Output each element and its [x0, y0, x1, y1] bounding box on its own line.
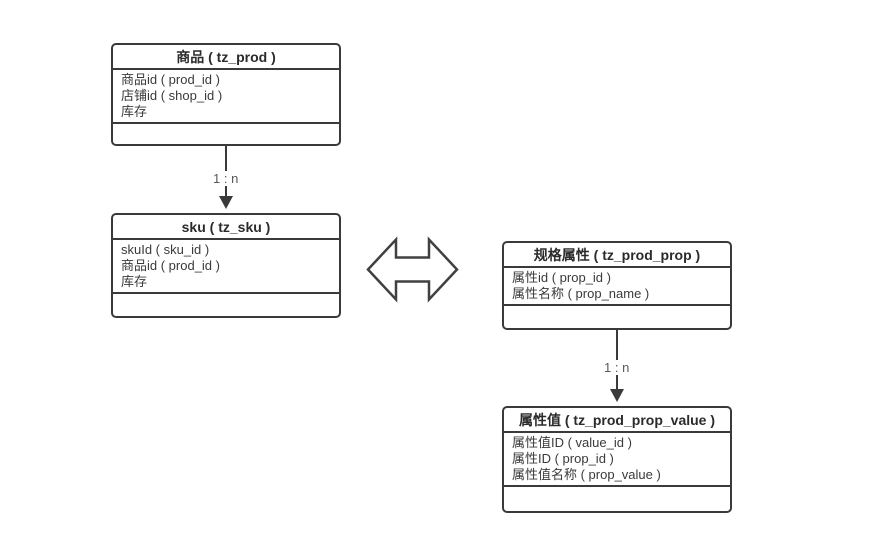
table-empty-section [504, 487, 730, 511]
table-fields-prop-value: 属性值ID ( value_id ) 属性ID ( prop_id ) 属性值名… [504, 433, 730, 487]
field-prod-id: 商品id ( prod_id ) [121, 258, 220, 273]
table-title-sku: sku ( tz_sku ) [113, 215, 339, 240]
table-title-prod-prop: 规格属性 ( tz_prod_prop ) [504, 243, 730, 268]
connector-label-prop-value: 1 : n [601, 360, 633, 375]
field-prod-id: 商品id ( prod_id ) [121, 72, 220, 87]
table-empty-section [113, 294, 339, 316]
field-prop-name: 属性名称 ( prop_name ) [512, 286, 650, 301]
table-title-prod: 商品 ( tz_prod ) [113, 45, 339, 70]
field-prop-id: 属性ID ( prop_id ) [512, 451, 614, 466]
table-fields-prod-prop: 属性id ( prop_id ) 属性名称 ( prop_name ) [504, 268, 730, 306]
field-prop-value: 属性值名称 ( prop_value ) [512, 467, 661, 482]
table-empty-section [504, 306, 730, 328]
table-fields-sku: skuId ( sku_id ) 商品id ( prod_id ) 库存 [113, 240, 339, 294]
arrowhead-down-icon [219, 196, 233, 209]
arrowhead-down-icon [610, 389, 624, 402]
field-stock: 库存 [121, 104, 148, 119]
bidirectional-arrow-icon [366, 236, 459, 303]
field-stock: 库存 [121, 274, 148, 289]
table-fields-prod: 商品id ( prod_id ) 店铺id ( shop_id ) 库存 [113, 70, 339, 124]
entity-table-prop-value[interactable]: 属性值 ( tz_prod_prop_value ) 属性值ID ( value… [502, 406, 732, 513]
table-empty-section [113, 124, 339, 144]
field-prop-id: 属性id ( prop_id ) [512, 270, 611, 285]
table-title-prop-value: 属性值 ( tz_prod_prop_value ) [504, 408, 730, 433]
entity-table-prod-prop[interactable]: 规格属性 ( tz_prod_prop ) 属性id ( prop_id ) 属… [502, 241, 732, 330]
field-sku-id: skuId ( sku_id ) [121, 242, 210, 257]
entity-table-sku[interactable]: sku ( tz_sku ) skuId ( sku_id ) 商品id ( p… [111, 213, 341, 318]
connector-label-prod-sku: 1 : n [210, 171, 242, 186]
entity-table-prod[interactable]: 商品 ( tz_prod ) 商品id ( prod_id ) 店铺id ( s… [111, 43, 341, 146]
field-shop-id: 店铺id ( shop_id ) [121, 88, 223, 103]
field-value-id: 属性值ID ( value_id ) [512, 435, 632, 450]
